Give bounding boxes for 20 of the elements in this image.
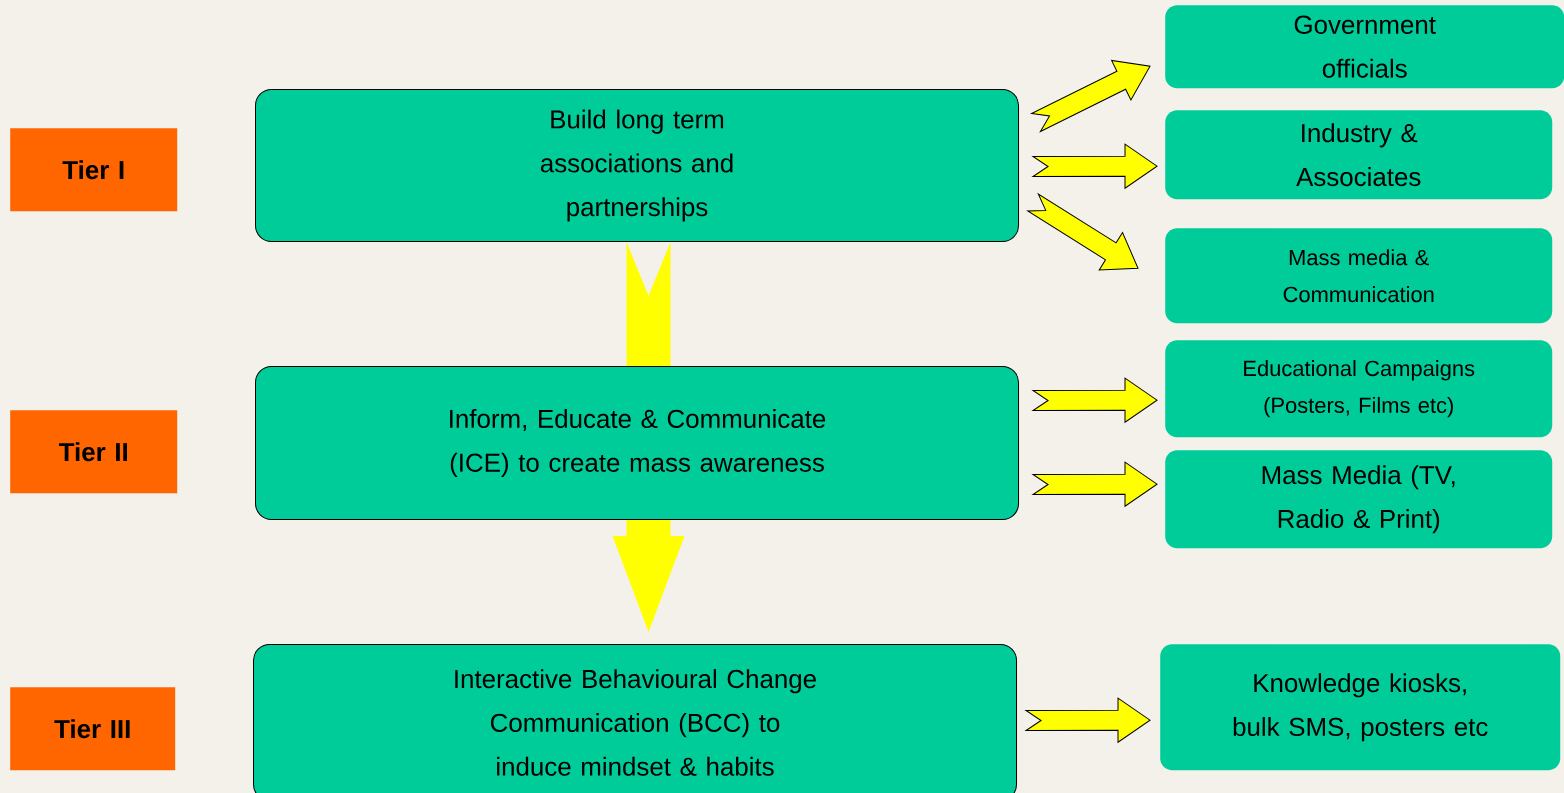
tier-label: Tier III bbox=[10, 687, 176, 771]
block-arrow bbox=[1025, 697, 1151, 743]
outcome-box: Educational Campaigns (Posters, Films etc) bbox=[1165, 340, 1553, 438]
block-arrow bbox=[1032, 143, 1158, 189]
block-arrow bbox=[1027, 193, 1139, 271]
process-box: Inform, Educate & Communicate (ICE) to create mass awareness bbox=[255, 366, 1019, 520]
process-box: Interactive Behavioural Change Communication (BCC) to induce mindset & habits bbox=[253, 644, 1017, 793]
outcome-box: Industry & Associates bbox=[1165, 110, 1553, 200]
block-arrow bbox=[1031, 59, 1151, 132]
tier-label: Tier I bbox=[10, 128, 178, 212]
process-box: Build long term associations and partnerships bbox=[255, 89, 1019, 242]
block-arrow bbox=[612, 520, 685, 632]
outcome-box: Government officials bbox=[1165, 5, 1564, 89]
block-arrow bbox=[1032, 377, 1158, 423]
outcome-box: Mass Media (TV, Radio & Print) bbox=[1165, 450, 1553, 549]
outcome-box: Knowledge kiosks, bulk SMS, posters etc bbox=[1160, 644, 1561, 771]
block-arrow bbox=[1032, 461, 1158, 507]
tier-label: Tier II bbox=[10, 410, 178, 494]
block-arrow bbox=[626, 242, 671, 366]
outcome-box: Mass media & Communication bbox=[1165, 228, 1553, 324]
